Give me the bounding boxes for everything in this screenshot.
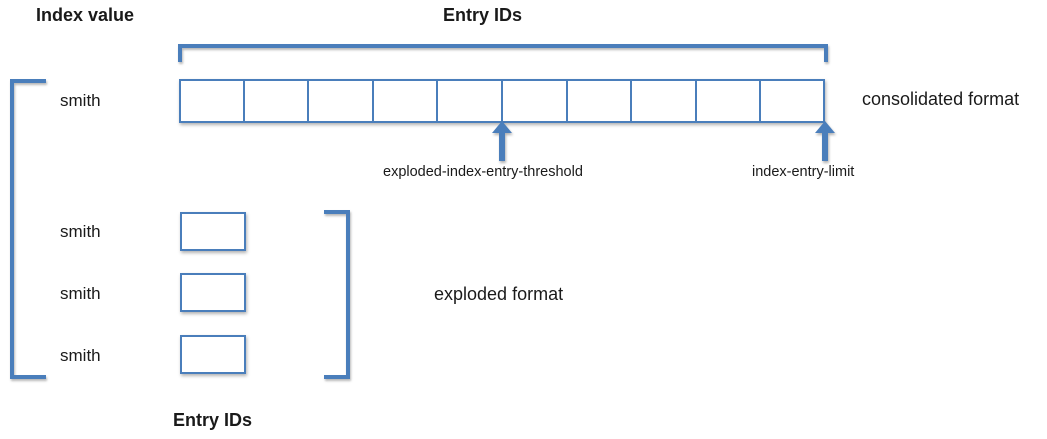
entry-id-cell	[372, 79, 438, 123]
entry-id-cell	[308, 79, 373, 123]
entry-id-cell	[243, 79, 309, 123]
exploded-index-entry-threshold-label: exploded-index-entry-threshold	[383, 164, 583, 180]
exploded-index-entry-threshold-arrow-icon	[492, 121, 512, 161]
consolidated-format-label: consolidated format	[862, 89, 1020, 109]
index-values-bracket	[10, 79, 46, 379]
index-value-header: Index value	[36, 5, 135, 25]
exploded-format-label: exploded format	[434, 284, 564, 304]
entry-ids-span-bracket	[178, 44, 828, 62]
exploded-format-bracket	[324, 210, 350, 379]
entry-id-cell	[179, 79, 244, 123]
entry-id-cell	[566, 79, 632, 123]
entry-ids-header-top: Entry IDs	[443, 5, 523, 25]
entry-id-cell	[631, 79, 696, 123]
index-value-exploded-1: smith	[60, 222, 101, 241]
index-value-consolidated: smith	[60, 91, 101, 110]
index-value-exploded-2: smith	[60, 284, 101, 303]
entry-id-cell	[760, 79, 825, 123]
entry-id-cell	[501, 79, 567, 123]
index-entry-limit-label: index-entry-limit	[752, 164, 855, 180]
consolidated-entry-id-row	[179, 79, 825, 123]
entry-ids-header-bottom: Entry IDs	[173, 410, 253, 430]
exploded-entry-id-box	[180, 273, 246, 312]
index-value-exploded-3: smith	[60, 346, 101, 365]
entry-id-cell	[695, 79, 761, 123]
index-entry-limit-arrow-icon	[815, 121, 835, 161]
exploded-entry-id-box	[180, 212, 246, 251]
exploded-entry-id-box	[180, 335, 246, 374]
entry-id-cell	[437, 79, 502, 123]
